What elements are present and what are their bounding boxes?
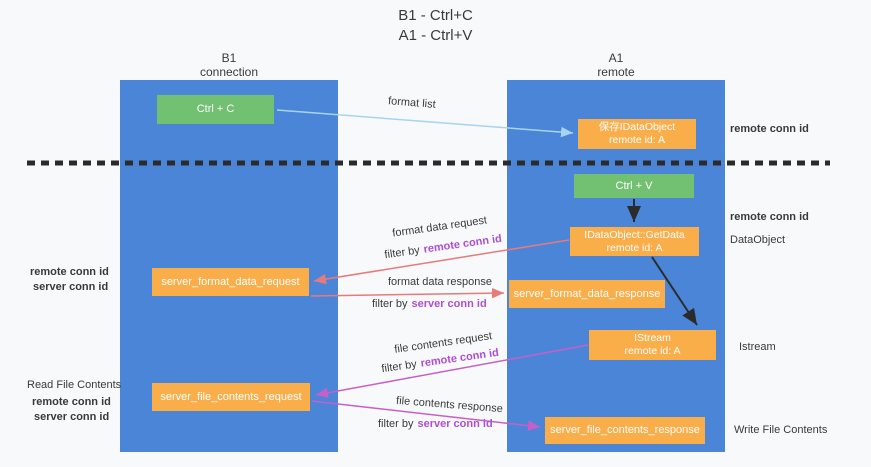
diagram-title: B1 - Ctrl+C A1 - Ctrl+V (0, 6, 871, 46)
right-column-title: A1 (608, 51, 624, 65)
title-line-1: B1 - Ctrl+C (398, 7, 473, 24)
istream-line2: remote id: A (624, 345, 681, 357)
server-file-contents-response-label: server_file_contents_response (550, 424, 700, 436)
getdata-line2: remote id: A (606, 241, 663, 254)
idataobject-getdata-box: IDataObject::GetData remote id: A (570, 227, 699, 256)
istream-box: IStream remote id: A (589, 330, 716, 360)
save-idataobject-box: 保存IDataObject remote id: A (578, 119, 696, 149)
server-conn-id-text: server conn id (411, 298, 487, 310)
file-contents-response-label: file contents response (395, 394, 504, 416)
server-file-contents-request-box: server_file_contents_request (152, 383, 310, 411)
right-column-header: A1 remote (507, 51, 725, 79)
format-data-response-label: format data response (388, 276, 492, 288)
filter-by-text: filter by (383, 244, 421, 262)
dataobject-annotation: DataObject (730, 234, 786, 246)
format-list-label: format list (387, 95, 437, 111)
left-remote-conn-id-annotation-top: remote conn id (30, 266, 109, 278)
title-line-2: A1 - Ctrl+V (398, 27, 473, 44)
left-column-title: B1 (221, 51, 237, 65)
format-data-response-arrow (310, 287, 505, 299)
server-format-data-response-box: server_format_data_response (509, 280, 665, 308)
remote-conn-id-annotation-top: remote conn id (730, 123, 809, 135)
server-conn-id-text: server conn id (417, 418, 493, 430)
read-file-contents-annotation: Read File Contents (27, 379, 122, 391)
write-file-contents-annotation: Write File Contents (734, 424, 828, 436)
left-column-subtitle: connection (199, 65, 259, 79)
save-idataobject-line1: 保存IDataObject (598, 121, 676, 133)
right-column-subtitle: remote (597, 65, 635, 79)
left-remote-conn-id-annotation-bottom: remote conn id (32, 396, 111, 408)
ctrl-v-label: Ctrl + V (615, 179, 653, 192)
filter-by-text: filter by (378, 418, 414, 430)
server-format-data-request-label: server_format_data_request (161, 275, 300, 288)
filter-by-text: filter by (380, 358, 418, 376)
left-column-header: B1 connection (120, 51, 338, 79)
ctrl-c-box: Ctrl + C (157, 95, 274, 124)
server-file-contents-response-box: server_file_contents_response (545, 417, 705, 444)
ctrl-v-box: Ctrl + V (574, 174, 694, 198)
getdata-line1: IDataObject::GetData (584, 228, 685, 241)
server-format-data-response-label: server_format_data_response (513, 287, 661, 300)
server-format-data-request-box: server_format_data_request (152, 268, 309, 296)
remote-conn-id-annotation-middle: remote conn id (730, 211, 809, 223)
ctrl-c-label: Ctrl + C (196, 103, 235, 115)
remote-conn-id-text: remote conn id (422, 232, 503, 256)
istream-line1: IStream (634, 332, 671, 344)
left-server-conn-id-annotation-top: server conn id (33, 281, 109, 293)
server-file-contents-request-label: server_file_contents_request (160, 390, 302, 403)
save-idataobject-line2: remote id: A (608, 134, 666, 146)
left-server-conn-id-annotation-bottom: server conn id (34, 411, 110, 423)
filter-by-text: filter by (372, 298, 408, 310)
istream-annotation: Istream (739, 341, 776, 353)
